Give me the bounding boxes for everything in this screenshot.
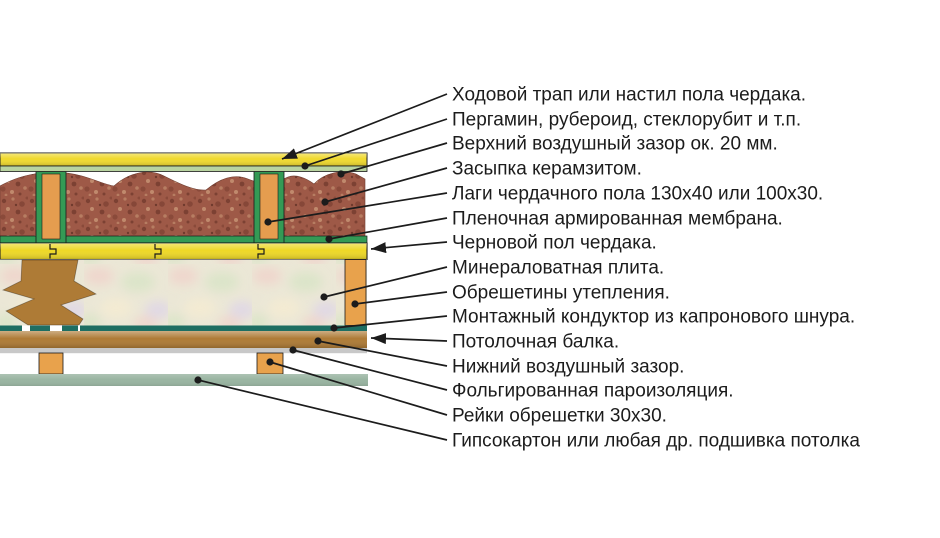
- leader-dot: [289, 346, 297, 354]
- leader-line: [328, 217, 448, 240]
- leader-line: [354, 291, 448, 305]
- leader-line: [304, 118, 448, 167]
- subfloor-layer: [0, 242, 368, 261]
- leader-dot: [194, 376, 202, 384]
- label-insulation-battens: Обрешетины утепления.: [452, 283, 670, 304]
- leader-line: [323, 266, 448, 298]
- leader-dot: [264, 218, 272, 226]
- leader-line: [333, 315, 448, 329]
- label-subfloor: Черновой пол чердака.: [452, 233, 657, 254]
- leader-line: [281, 93, 448, 160]
- label-reinforced-membrane: Пленочная армированная мембрана.: [452, 209, 783, 230]
- label-mineral-wool: Минераловатная плита.: [452, 258, 664, 279]
- leader-dot: [320, 293, 328, 301]
- leader-dot: [330, 324, 338, 332]
- label-mounting-cord: Монтажный кондуктор из капронового шнура…: [452, 307, 855, 328]
- ceiling-beam-layer: [0, 331, 367, 348]
- label-floor-joists: Лаги чердачного пола 130х40 или 100х30.: [452, 184, 823, 205]
- walk-board-layer: [0, 152, 368, 167]
- label-walk-board: Ходовой трап или настил пола чердака.: [452, 85, 806, 106]
- board-seam: [49, 244, 57, 259]
- floor-joist: [253, 167, 285, 244]
- leader-line: [370, 241, 448, 254]
- label-lower-air-gap: Нижний воздушный зазор.: [452, 357, 684, 378]
- leader-dot: [351, 300, 359, 308]
- floor-joist: [35, 167, 67, 244]
- label-upper-air-gap: Верхний воздушный зазор ок. 20 мм.: [452, 134, 778, 155]
- insulation-batten: [344, 259, 367, 326]
- pergamin-layer: [0, 165, 368, 172]
- label-foil-vapor-barrier: Фольгированная пароизоляция.: [452, 381, 734, 402]
- leader-line: [324, 167, 448, 203]
- leader-dot: [321, 198, 329, 206]
- board-seam: [257, 244, 265, 259]
- foil-vapor-barrier-layer: [0, 348, 367, 354]
- leader-dot: [314, 337, 322, 345]
- leader-dot: [301, 162, 309, 170]
- leader-line: [197, 379, 448, 441]
- leader-dot: [337, 170, 345, 178]
- label-ceiling-beam: Потолочная балка.: [452, 332, 619, 353]
- leader-line: [340, 142, 448, 175]
- label-lath-battens: Рейки обрешетки 30х30.: [452, 406, 667, 427]
- leader-line: [292, 349, 448, 391]
- label-keramzit-fill: Засыпка керамзитом.: [452, 159, 642, 180]
- leader-lines: [197, 93, 448, 441]
- leader-line: [269, 361, 448, 416]
- leader-dot: [266, 358, 274, 366]
- leader-line: [317, 340, 448, 367]
- zigzag-beam: [1, 259, 97, 326]
- layers: [0, 152, 368, 386]
- board-seam: [154, 244, 162, 259]
- leader-line: [370, 333, 448, 345]
- lath-batten: [38, 352, 64, 375]
- labels: Ходовой трап или настил пола чердака. Пе…: [452, 85, 860, 452]
- leader-dot: [325, 235, 333, 243]
- drywall-layer: [0, 374, 368, 386]
- label-pergamin: Пергамин, рубероид, стеклорубит и т.п.: [452, 110, 801, 131]
- leader-dots: [194, 162, 359, 384]
- label-drywall: Гипсокартон или любая др. подшивка потол…: [452, 431, 860, 452]
- cord-line: [0, 325, 367, 331]
- leader-line: [267, 192, 448, 223]
